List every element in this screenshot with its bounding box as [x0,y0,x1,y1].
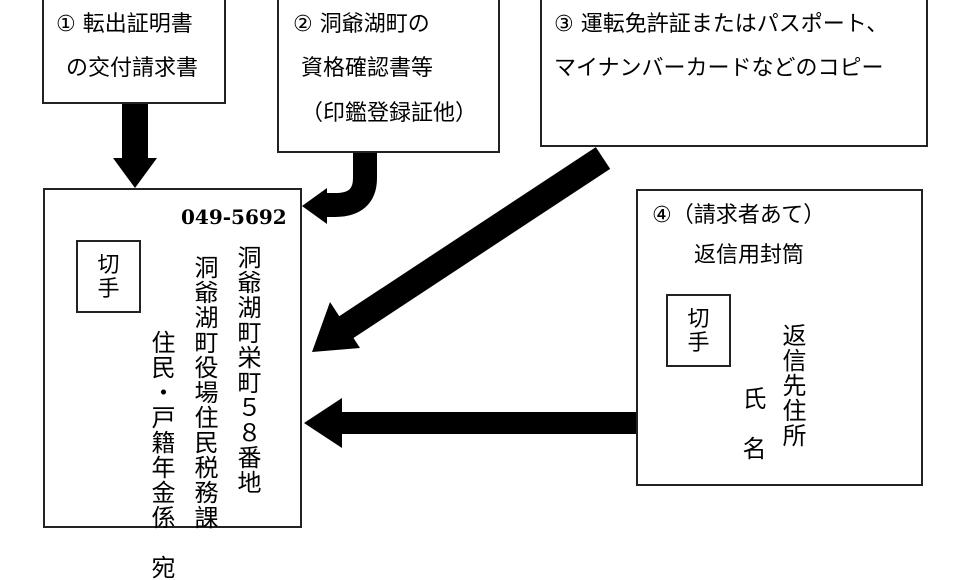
return-address: 返信先住所 [778,323,806,448]
item3-box: ③ 運転免許証またはパスポート、 マイナンバーカードなどのコピー [540,0,928,147]
main-envelope: 049-5692 切 手 洞爺湖町栄町５８番地 洞爺湖町役場住民税務課 住民・戸… [43,188,302,580]
item1-box: ① 転出証明書 の交付請求書 [42,0,226,104]
item3-line2: マイナンバーカードなどのコピー [554,56,884,81]
arrow-curved-from-item2 [302,152,377,224]
return-envelope: ④（請求者あて） 返信用封筒 切 手 返信先住所 氏 名 [636,189,923,486]
item2-box: ② 洞爺湖町の 資格確認書等 （印鑑登録証他） [277,0,500,153]
postal-code: 049-5692 [181,205,287,229]
arrows [113,103,636,448]
item1-line1: ① 転出証明書 [56,12,193,37]
arrow-left-from-item4 [304,398,636,448]
return-name: 氏 名 [738,386,766,461]
item2-line2: 資格確認書等 [301,56,434,81]
item2-line3: （印鑑登録証他） [301,101,478,126]
arrow-down-from-item1 [113,103,157,188]
stamp-box: 切 手 [666,294,731,367]
item4-subtitle: 返信用封筒 [694,243,805,268]
item2-line1: ② 洞爺湖町の [293,12,430,37]
stamp-char: 手 [97,277,120,302]
item1-line2: の交付請求書 [66,56,199,81]
address: 洞爺湖町栄町５８番地 [233,245,261,495]
stamp-char: 切 [687,307,710,332]
stamp-char: 手 [687,331,710,356]
stamp-box: 切 手 [76,240,141,313]
office: 洞爺湖町役場住民税務課 [190,255,218,530]
item3-line1: ③ 運転免許証またはパスポート、 [554,12,889,37]
item4-title: ④（請求者あて） [652,203,826,228]
arrow-diagonal-from-item3 [312,147,611,352]
stamp-char: 切 [97,253,120,278]
section: 住民・戸籍年金係 宛 [147,330,175,580]
